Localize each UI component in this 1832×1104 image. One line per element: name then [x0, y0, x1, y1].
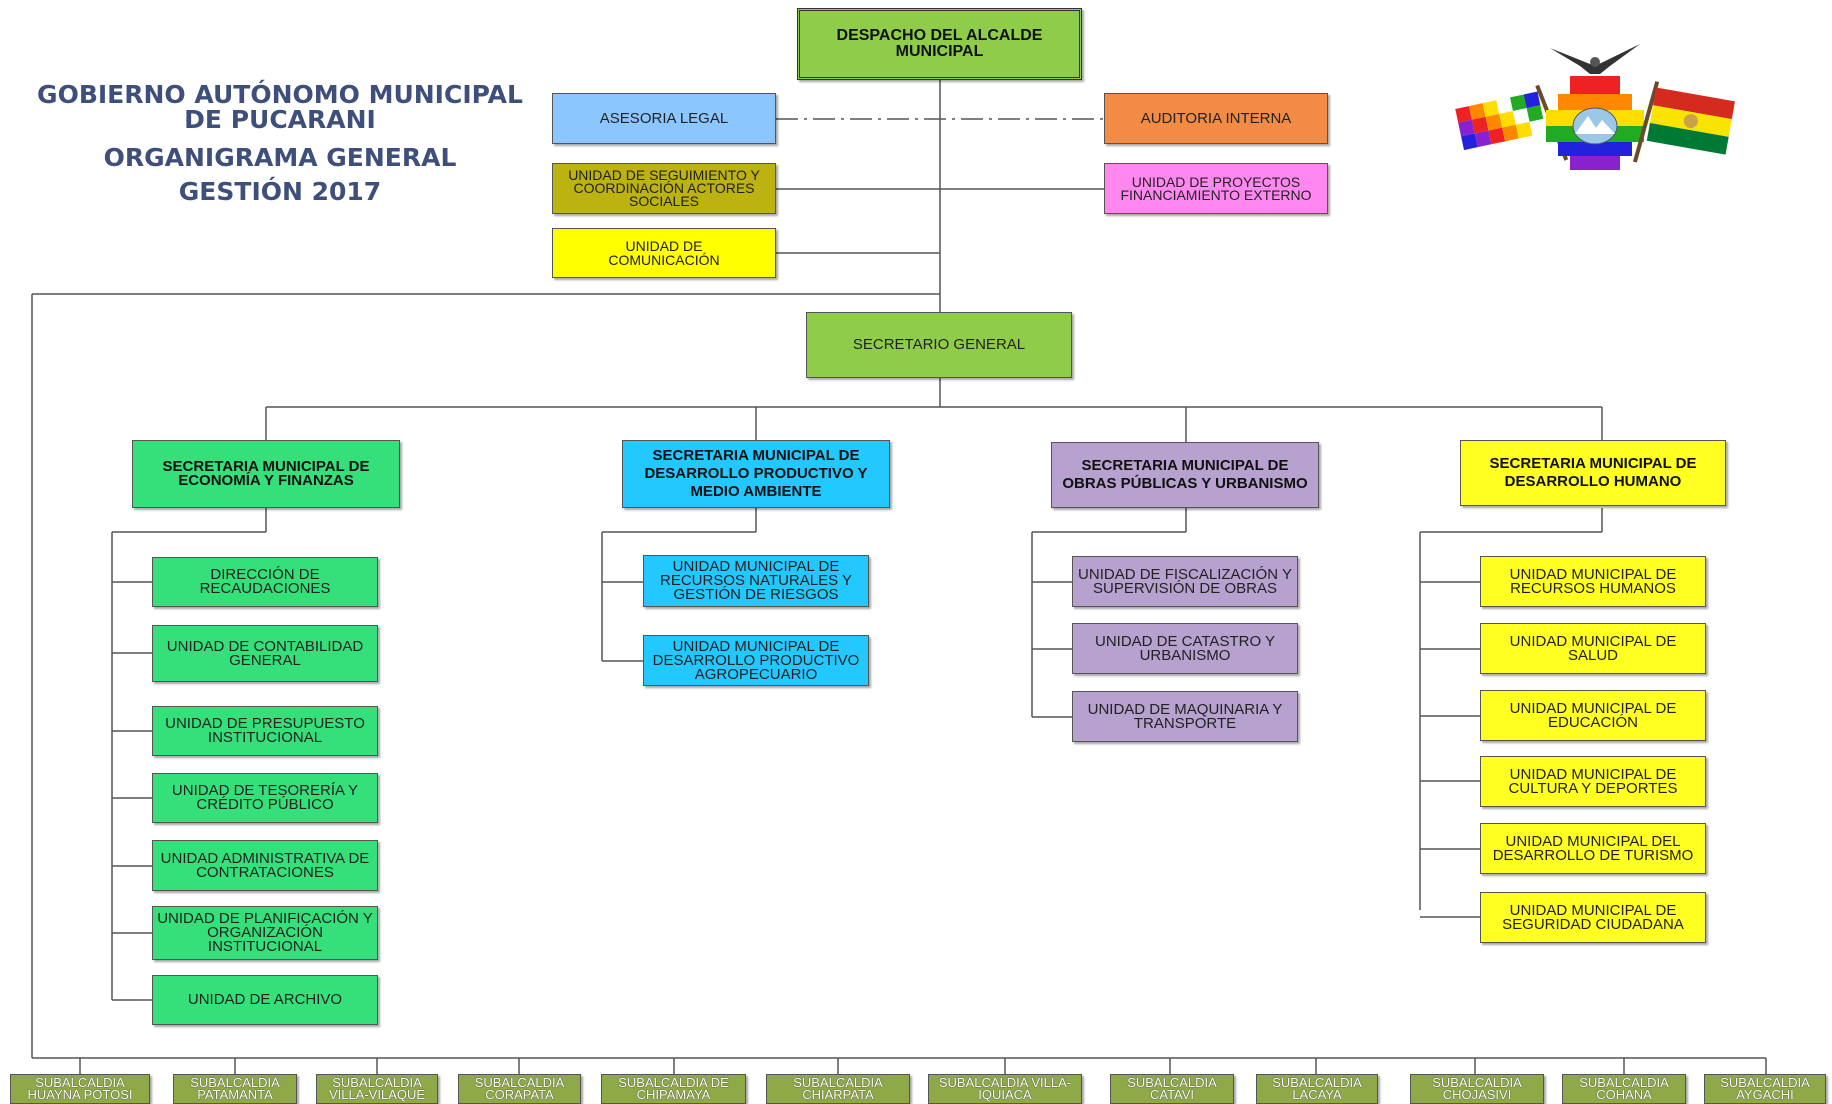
municipal-emblem-icon: [1455, 44, 1735, 170]
subalcaldia-1: SUBALCALDIA HUAYNA POTOSI: [10, 1074, 150, 1104]
subalcaldia-10: SUBALCALDIA CHOJASIVI: [1410, 1074, 1544, 1104]
management-year: GESTIÓN 2017: [178, 177, 382, 206]
subalcaldia-4: SUBALCALDIA CORAPATA: [458, 1074, 581, 1104]
subalcaldia-3: SUBALCALDIA VILLA-VILAQUE: [316, 1074, 438, 1104]
secretaria-economia-node: SECRETARIA MUNICIPAL DE ECONOMÍA Y FINAN…: [132, 440, 400, 508]
chart-title: ORGANIGRAMA GENERAL: [103, 143, 457, 172]
secretaria-obras-node: SECRETARIA MUNICIPAL DE OBRAS PÚBLICAS Y…: [1051, 442, 1319, 508]
unit-humano-1: UNIDAD MUNICIPAL DE RECURSOS HUMANOS: [1480, 556, 1706, 607]
secretaria-humano-node: SECRETARIA MUNICIPAL DE DESARROLLO HUMAN…: [1460, 440, 1726, 506]
unit-humano-3: UNIDAD MUNICIPAL DE EDUCACIÓN: [1480, 690, 1706, 741]
unit-productivo-1: UNIDAD MUNICIPAL DE RECURSOS NATURALES Y…: [643, 555, 869, 607]
unit-humano-2: UNIDAD MUNICIPAL DE SALUD: [1480, 623, 1706, 674]
unit-humano-4: UNIDAD MUNICIPAL DE CULTURA Y DEPORTES: [1480, 756, 1706, 807]
unit-economia-2: UNIDAD DE CONTABILIDAD GENERAL: [152, 625, 378, 682]
unit-economia-7: UNIDAD DE ARCHIVO: [152, 975, 378, 1025]
subalcaldia-7: SUBALCALDIA VILLA-IQUIACA: [928, 1074, 1082, 1104]
unit-economia-6: UNIDAD DE PLANIFICACIÓN Y ORGANIZACIÓN I…: [152, 906, 378, 960]
unit-humano-6: UNIDAD MUNICIPAL DE SEGURIDAD CIUDADANA: [1480, 892, 1706, 943]
subalcaldia-6: SUBALCALDIA CHIARPATA: [766, 1074, 910, 1104]
unit-obras-2: UNIDAD DE CATASTRO Y URBANISMO: [1072, 623, 1298, 674]
unit-economia-1: DIRECCIÓN DE RECAUDACIONES: [152, 557, 378, 607]
secretaria-productivo-node: SECRETARIA MUNICIPAL DE DESARROLLO PRODU…: [622, 440, 890, 508]
unit-economia-5: UNIDAD ADMINISTRATIVA DE CONTRATACIONES: [152, 840, 378, 891]
auditoria-interna-node: AUDITORIA INTERNA: [1104, 93, 1328, 144]
secretario-general-node: SECRETARIO GENERAL: [806, 312, 1072, 378]
org-name-line1: GOBIERNO AUTÓNOMO MUNICIPAL: [37, 80, 523, 109]
unit-obras-3: UNIDAD DE MAQUINARIA Y TRANSPORTE: [1072, 691, 1298, 742]
unit-obras-1: UNIDAD DE FISCALIZACIÓN Y SUPERVISIÓN DE…: [1072, 556, 1298, 607]
unidad-comunicacion-node: UNIDAD DE COMUNICACIÓN: [552, 228, 776, 278]
unit-economia-3: UNIDAD DE PRESUPUESTO INSTITUCIONAL: [152, 706, 378, 756]
asesoria-legal-node: ASESORIA LEGAL: [552, 93, 776, 144]
subalcaldia-5: SUBALCALDIA DE CHIPAMAYA: [601, 1074, 746, 1104]
subalcaldia-9: SUBALCALDIA LACAYA: [1256, 1074, 1378, 1104]
unit-humano-5: UNIDAD MUNICIPAL DEL DESARROLLO DE TURIS…: [1480, 823, 1706, 874]
unit-productivo-2: UNIDAD MUNICIPAL DE DESARROLLO PRODUCTIV…: [643, 635, 869, 686]
despacho-alcalde-node: DESPACHO DEL ALCALDE MUNICIPAL: [797, 8, 1082, 80]
unidad-proyectos-node: UNIDAD DE PROYECTOS FINANCIAMIENTO EXTER…: [1104, 163, 1328, 214]
subalcaldia-2: SUBALCALDIA PATAMANTA: [173, 1074, 297, 1104]
org-name-line2: DE PUCARANI: [184, 105, 376, 134]
unidad-seguimiento-node: UNIDAD DE SEGUIMIENTO Y COORDINACIÓN ACT…: [552, 163, 776, 214]
subalcaldia-8: SUBALCALDIA CATAVI: [1110, 1074, 1234, 1104]
subalcaldia-12: SUBALCALDIA AYGACHI: [1704, 1074, 1826, 1104]
unit-economia-4: UNIDAD DE TESORERÍA Y CRÉDITO PÚBLICO: [152, 773, 378, 823]
subalcaldia-11: SUBALCALDIA COHANA: [1562, 1074, 1686, 1104]
